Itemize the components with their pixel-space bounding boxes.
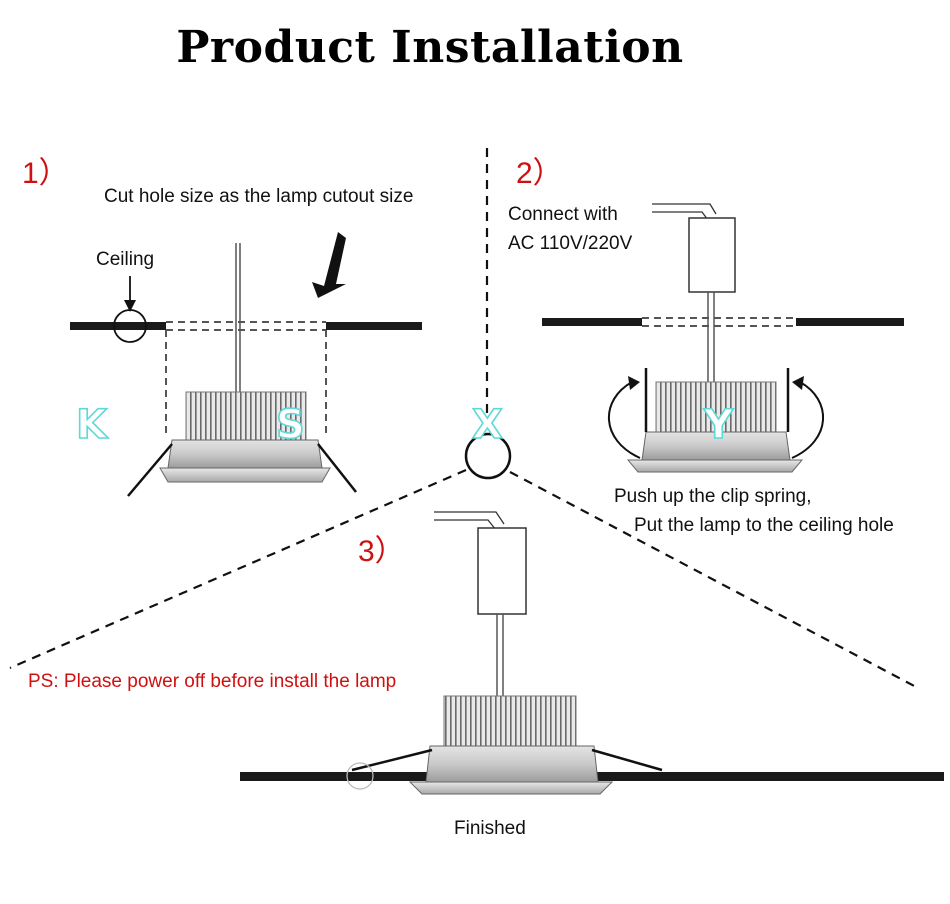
page-title: Product Installation [176, 22, 684, 73]
center-circle [464, 432, 512, 480]
step3-clip-marker [346, 762, 374, 790]
panel-divider-lines [9, 148, 919, 689]
step3-caption: Finished [454, 818, 526, 839]
clip-spring-arrow-right [791, 381, 825, 459]
clip-spring-arrow-left [607, 381, 641, 459]
step3-driver-box [477, 527, 527, 615]
step1-heatsink [185, 391, 307, 443]
power-off-warning: PS: Please power off before install the … [28, 671, 397, 692]
cutout-arrow [312, 232, 346, 298]
step3-heatsink [443, 695, 577, 747]
step2-illustration [542, 203, 904, 473]
step2-caption-line2: AC 110V/220V [508, 233, 633, 254]
step2-note-line1: Push up the clip spring, [614, 486, 812, 507]
step3-illustration [240, 511, 944, 795]
watermark-letter: Y [703, 401, 734, 449]
step2-note-line2: Put the lamp to the ceiling hole [634, 515, 894, 536]
watermark-letter: K [75, 401, 108, 449]
step2-driver-box [688, 217, 736, 293]
ceiling-board-right [326, 322, 422, 330]
step1-number: 1） [22, 157, 69, 190]
watermark-letter: X [471, 401, 503, 449]
watermark-letter: S [275, 401, 305, 449]
step3-number: 3） [358, 535, 405, 568]
ceiling-board-left [70, 322, 166, 330]
step2-number: 2） [516, 157, 563, 190]
step1-caption: Cut hole size as the lamp cutout size [104, 186, 414, 207]
ceiling-label: Ceiling [96, 249, 155, 270]
step2-caption-line1: Connect with [508, 204, 618, 225]
step2-heatsink [655, 381, 777, 433]
step1-illustration [70, 232, 422, 497]
